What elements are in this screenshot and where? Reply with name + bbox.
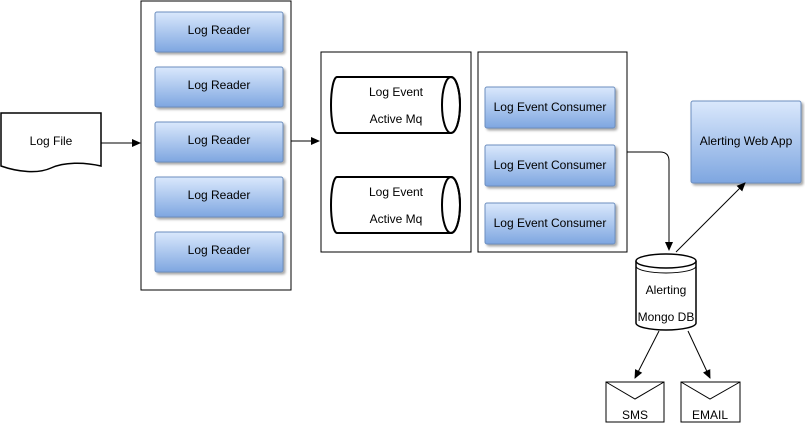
consumer-box-3: Log Event Consumer xyxy=(484,202,616,245)
email-label: EMAIL xyxy=(692,408,728,422)
consumer-box-2: Log Event Consumer xyxy=(484,144,616,187)
database-cylinder: Alerting Mongo DB xyxy=(635,253,697,331)
queue-cylinder-1: Log Event Active Mq xyxy=(330,76,461,134)
web-app-label: Alerting Web App xyxy=(700,134,793,148)
web-app-box: Alerting Web App xyxy=(690,100,802,184)
database-label-line2: Mongo DB xyxy=(638,310,695,324)
email-envelope: EMAIL xyxy=(680,381,741,423)
reader-label: Log Reader xyxy=(188,78,251,92)
reader-box-2: Log Reader xyxy=(154,66,284,108)
consumer-box-1: Log Event Consumer xyxy=(484,86,616,129)
reader-box-5: Log Reader xyxy=(154,231,284,273)
reader-label: Log Reader xyxy=(188,243,251,257)
sms-envelope: SMS xyxy=(605,381,665,423)
database-label-line1: Alerting xyxy=(646,283,687,297)
queue-label-line1: Log Event xyxy=(369,185,424,199)
reader-box-3: Log Reader xyxy=(154,121,284,163)
reader-label: Log Reader xyxy=(188,133,251,147)
arrow-consumers-to-db xyxy=(627,151,673,251)
log-file-node: Log File xyxy=(0,112,102,173)
consumer-label: Log Event Consumer xyxy=(494,100,607,114)
envelope-icon xyxy=(605,381,665,423)
reader-box-4: Log Reader xyxy=(154,176,284,218)
reader-label: Log Reader xyxy=(188,23,251,37)
log-file-label: Log File xyxy=(30,134,73,148)
queue-label-line2: Active Mq xyxy=(370,112,423,126)
consumer-label: Log Event Consumer xyxy=(494,158,607,172)
sms-label: SMS xyxy=(622,408,648,422)
queue-label-line2: Active Mq xyxy=(370,212,423,226)
queue-cylinder-2: Log Event Active Mq xyxy=(330,176,461,234)
reader-label: Log Reader xyxy=(188,188,251,202)
arrow-db-to-email xyxy=(687,330,711,379)
envelope-icon xyxy=(680,381,741,423)
consumer-label: Log Event Consumer xyxy=(494,216,607,230)
queue-label-line1: Log Event xyxy=(369,85,424,99)
arrow-db-to-webapp xyxy=(675,182,746,253)
reader-box-1: Log Reader xyxy=(154,11,284,53)
arrow-db-to-sms xyxy=(634,330,660,379)
